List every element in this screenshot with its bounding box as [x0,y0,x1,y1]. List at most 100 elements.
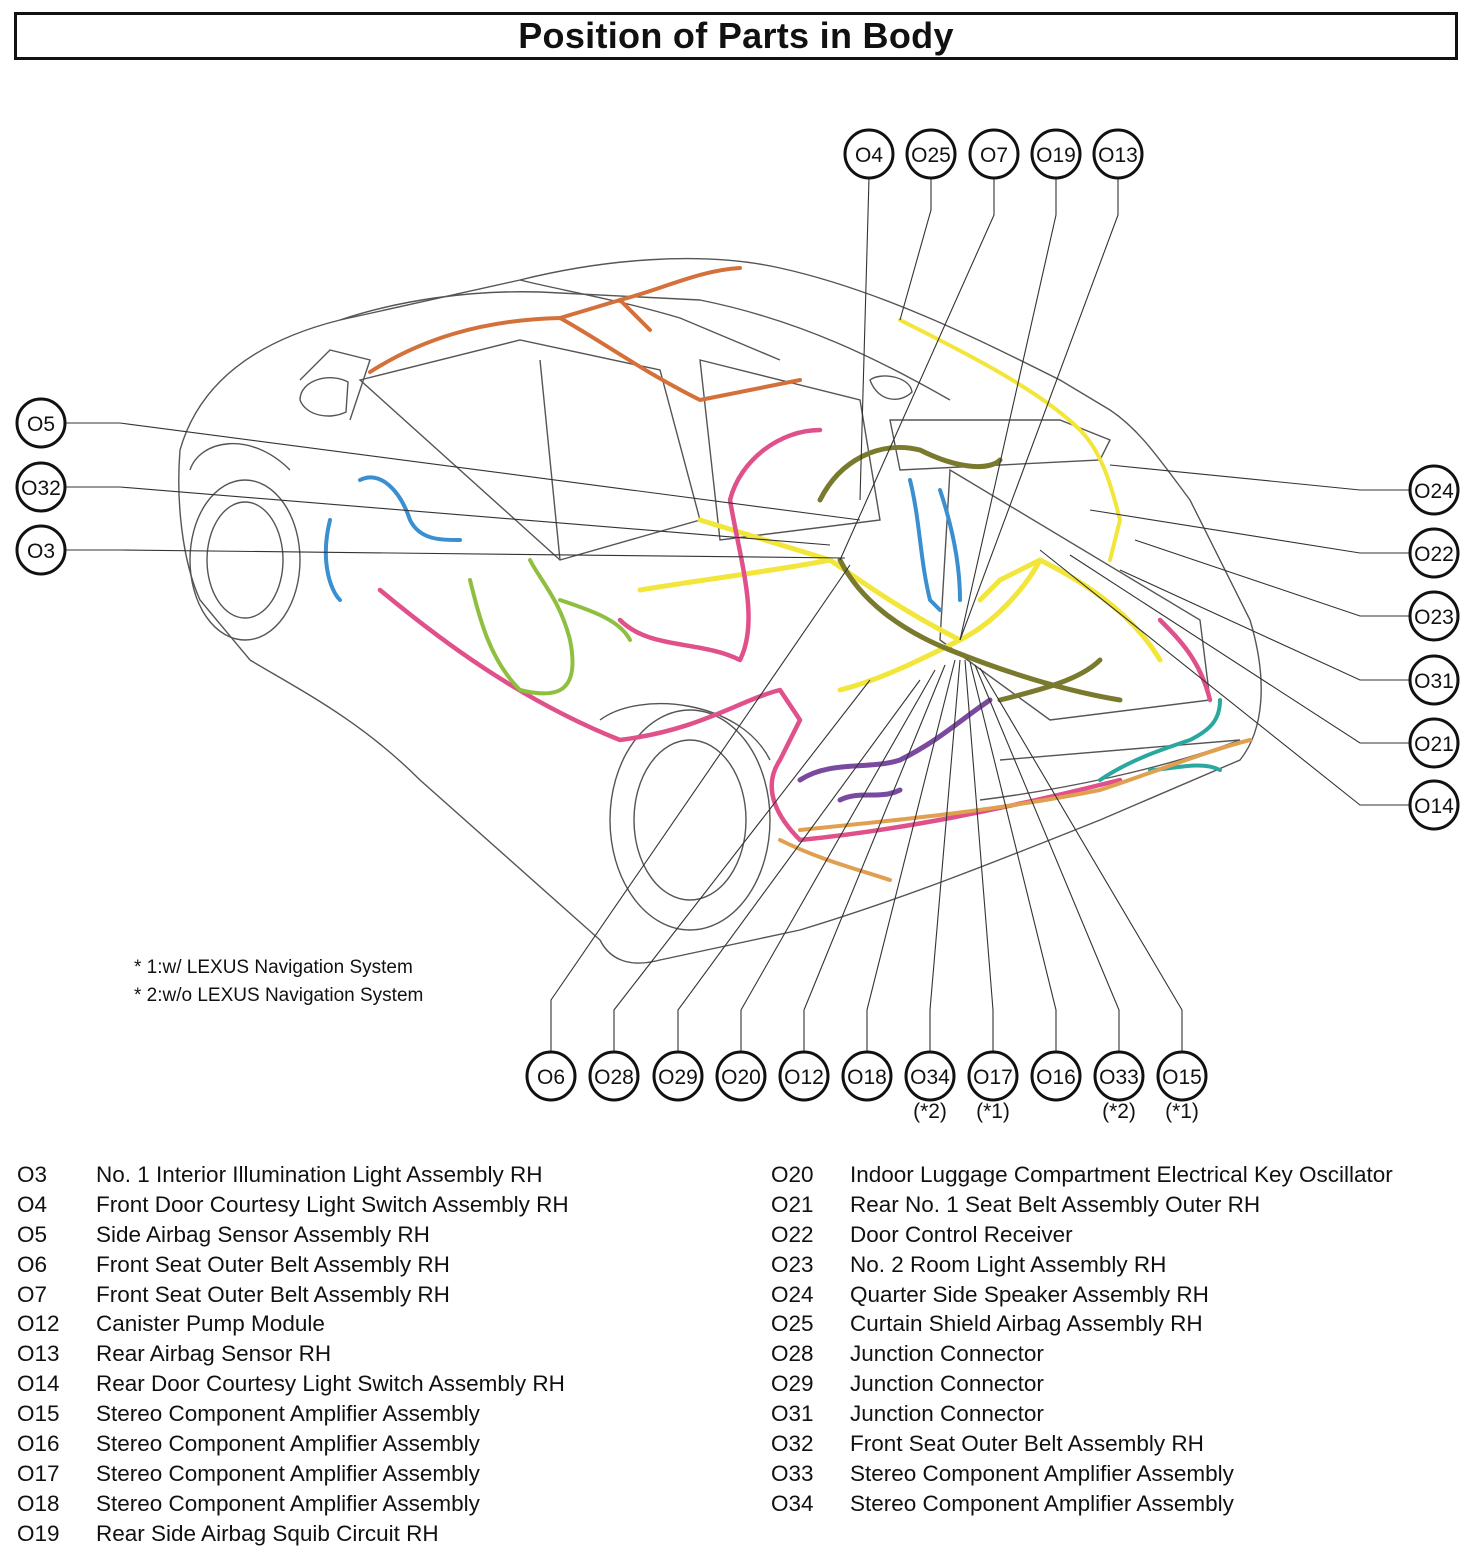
harness-yellow-floor [637,517,1163,693]
legend-code: O14 [17,1371,60,1397]
legend-name: Quarter Side Speaker Assembly RH [850,1281,1209,1307]
wire-harness-group [323,266,1252,882]
callout-O19: O19 [1030,128,1082,180]
callouts-top: O4 O25 O7 O19 O13 [843,128,1144,180]
callout-label: O14 [1414,795,1454,818]
callout-O21: O21 [1408,717,1460,769]
legend-code: O7 [17,1281,48,1307]
legend-name: Front Seat Outer Belt Assembly RH [96,1251,450,1277]
legend-row: O16 Stereo Component Amplifier Assembly [17,1429,569,1459]
harness-yellow-roof [898,318,1122,562]
legend-row: O17 Stereo Component Amplifier Assembly [17,1459,569,1489]
legend-name: Front Door Courtesy Light Switch Assembl… [96,1191,569,1217]
harness-pink [377,427,1213,843]
callout-O15: O15(*1) [1156,1050,1208,1123]
legend-code: O32 [771,1430,814,1456]
legend-code: O15 [17,1401,60,1427]
legend-name: Junction Connector [850,1341,1044,1367]
legend-code: O17 [17,1460,60,1486]
legend-row: O32 Front Seat Outer Belt Assembly RH [771,1429,1393,1459]
legend-code: O31 [771,1401,814,1427]
callouts-bottom: O6 O28 O29 O20 O12 O18 O34(*2) O17 (*1) O… [525,1050,1208,1123]
callout-label: O21 [1414,733,1454,756]
callouts-right: O24 O22 O23 O31 O21 O14 [1408,464,1460,831]
callout-label: O16 [1036,1066,1076,1089]
callout-note: (*2) [913,1100,947,1123]
legend-code: O33 [771,1460,814,1486]
callout-O23: O23 [1408,590,1460,642]
callout-label: O18 [847,1066,887,1089]
legend-name: Stereo Component Amplifier Assembly [96,1460,480,1486]
callout-label: O29 [658,1066,698,1089]
legend-code: O6 [17,1251,48,1277]
callout-O33: O33(*2) [1093,1050,1145,1123]
legend-row: O24 Quarter Side Speaker Assembly RH [771,1280,1393,1310]
callout-label: O17 [973,1066,1013,1089]
callout-label: O13 [1098,144,1138,167]
callout-O29: O29 [652,1050,704,1102]
callout-O28: O28 [588,1050,640,1102]
legend-name: Rear Side Airbag Squib Circuit RH [96,1520,439,1546]
callout-label: O19 [1036,144,1076,167]
footnote-1: * 1:w/ LEXUS Navigation System [134,957,413,978]
callout-label: O5 [27,413,55,436]
legend-code: O21 [771,1191,814,1217]
legend-name: Stereo Component Amplifier Assembly [850,1460,1234,1486]
legend-code: O34 [771,1490,814,1516]
legend-code: O24 [771,1281,814,1307]
title-box: Position of Parts in Body [14,12,1458,60]
legend-name: No. 1 Interior Illumination Light Assemb… [96,1161,543,1187]
callout-label: O3 [27,540,55,563]
legend-name: Front Seat Outer Belt Assembly RH [850,1430,1204,1456]
callout-label: O28 [594,1066,634,1089]
callout-O12: O12 [778,1050,830,1102]
legend-code: O28 [771,1341,814,1367]
callout-O7: O7 [968,128,1020,180]
callout-note: (*2) [1102,1100,1136,1123]
legend-name: No. 2 Room Light Assembly RH [850,1251,1167,1277]
legend-name: Stereo Component Amplifier Assembly [96,1430,480,1456]
harness-purple [797,697,993,803]
leader-lines [65,177,1410,1052]
callout-O6: O6 [525,1050,577,1102]
legend-name: Front Seat Outer Belt Assembly RH [96,1281,450,1307]
callout-O32: O32 [15,461,67,513]
legend-name: Canister Pump Module [96,1311,325,1337]
harness-olive [817,444,1123,703]
legend-row: O14 Rear Door Courtesy Light Switch Assem… [17,1369,569,1399]
page-title: Position of Parts in Body [518,15,954,56]
callout-label: O32 [21,477,61,500]
legend-code: O29 [771,1371,814,1397]
legend-name: Curtain Shield Airbag Assembly RH [850,1311,1203,1337]
legend-row: O28 Junction Connector [771,1339,1393,1369]
callout-O20: O20 [715,1050,767,1102]
legend-name: Rear Door Courtesy Light Switch Assembly… [96,1371,565,1397]
callout-O3: O3 [15,524,67,576]
wiring-diagram: O4 O25 O7 O19 O13 O5 O32 O3 O24 O22 O23 … [15,128,1460,1123]
legend-name: Stereo Component Amplifier Assembly [96,1490,480,1516]
harness-orange [368,266,802,402]
callout-O34: O34(*2) [904,1050,956,1123]
callout-note: (*1) [976,1100,1010,1123]
legend-name: Indoor Luggage Compartment Electrical Ke… [850,1161,1393,1187]
callout-O31: O31 [1408,654,1460,706]
legend-code: O16 [17,1430,60,1456]
legend-code: O13 [17,1341,60,1367]
callout-O14: O14 [1408,779,1460,831]
legend-code: O5 [17,1221,48,1247]
callout-label: O7 [980,144,1008,167]
footnote-2: * 2:w/o LEXUS Navigation System [134,985,424,1006]
